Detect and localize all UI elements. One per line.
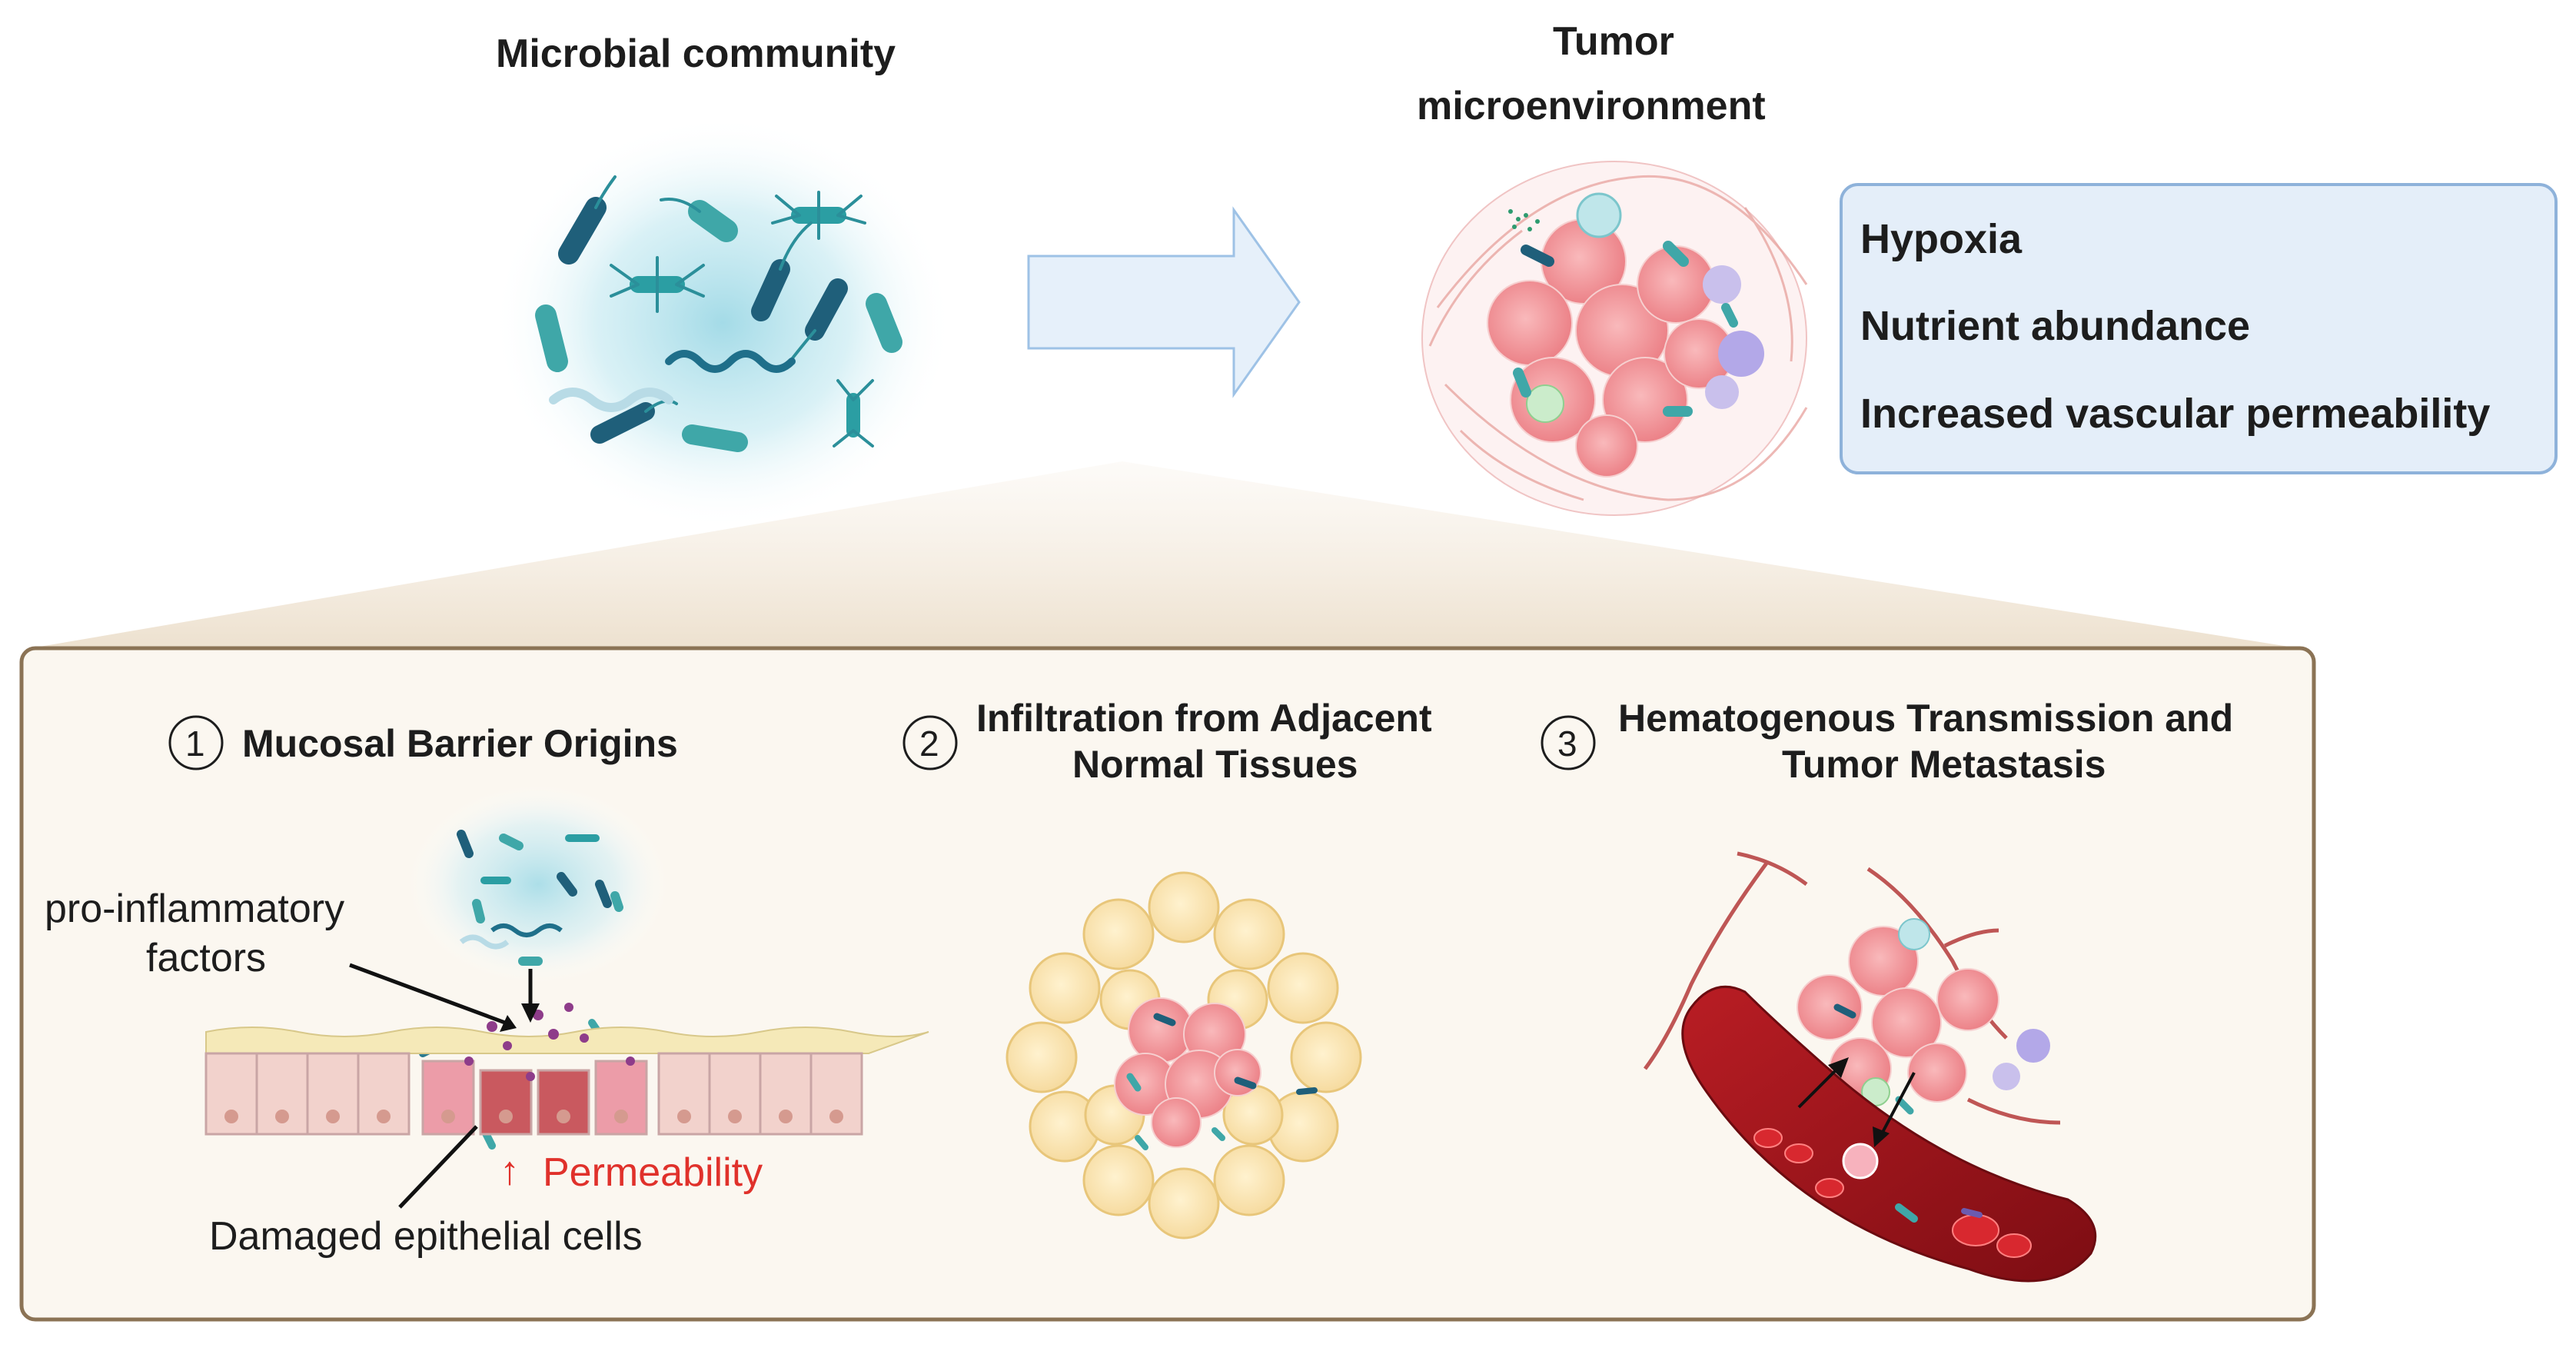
tme-features-box xyxy=(1840,183,2558,474)
hematogenous-illustration xyxy=(1643,851,2097,1283)
origin2-title-line2: Normal Tissues xyxy=(1072,743,1358,786)
origin-number-circle-1 xyxy=(168,715,224,770)
tumor-title-line2: microenvironment xyxy=(1417,84,1766,128)
origin-number-3: 3 xyxy=(1557,724,1577,764)
origin-number-2: 2 xyxy=(919,724,939,764)
zoom-beam xyxy=(31,461,2298,648)
adjacent-tissue-illustration xyxy=(1005,871,1362,1240)
permeability-label: Permeability xyxy=(543,1150,763,1195)
damaged-epithelial-cells-label: Damaged epithelial cells xyxy=(209,1214,643,1259)
origin3-title-line2: Tumor Metastasis xyxy=(1782,743,2106,786)
pro-inflammatory-label-line1: pro-inflammatory xyxy=(45,887,345,931)
origin-number-circle-2 xyxy=(902,715,958,770)
pro-inflammatory-label-line2: factors xyxy=(146,936,267,980)
tumor-microenvironment-illustration xyxy=(1421,161,1808,516)
adjacent-tumor-core xyxy=(1114,997,1261,1148)
microbial-community-title: Microbial community xyxy=(496,32,896,76)
adjacent-bacteria xyxy=(1126,1013,1318,1150)
origin-number-circle-3 xyxy=(1541,715,1596,770)
feature-nutrient-abundance: Nutrient abundance xyxy=(1860,303,2251,349)
tumor-title-line1: Tumor xyxy=(1553,19,1674,64)
origin2-title-line1: Infiltration from Adjacent xyxy=(976,697,1432,740)
origin1-title: Mucosal Barrier Origins xyxy=(242,722,678,765)
permeability-up-arrow: ↑ xyxy=(500,1149,520,1193)
feature-hypoxia: Hypoxia xyxy=(1860,216,2023,262)
feature-vascular-permeability: Increased vascular permeability xyxy=(1860,391,2491,437)
origin3-title-line1: Hematogenous Transmission and xyxy=(1618,697,2234,740)
mucosal-barrier-illustration xyxy=(204,784,929,1209)
microbial-community-illustration xyxy=(492,115,953,531)
transition-arrow xyxy=(1027,206,1301,398)
origin-number-1: 1 xyxy=(185,724,205,764)
